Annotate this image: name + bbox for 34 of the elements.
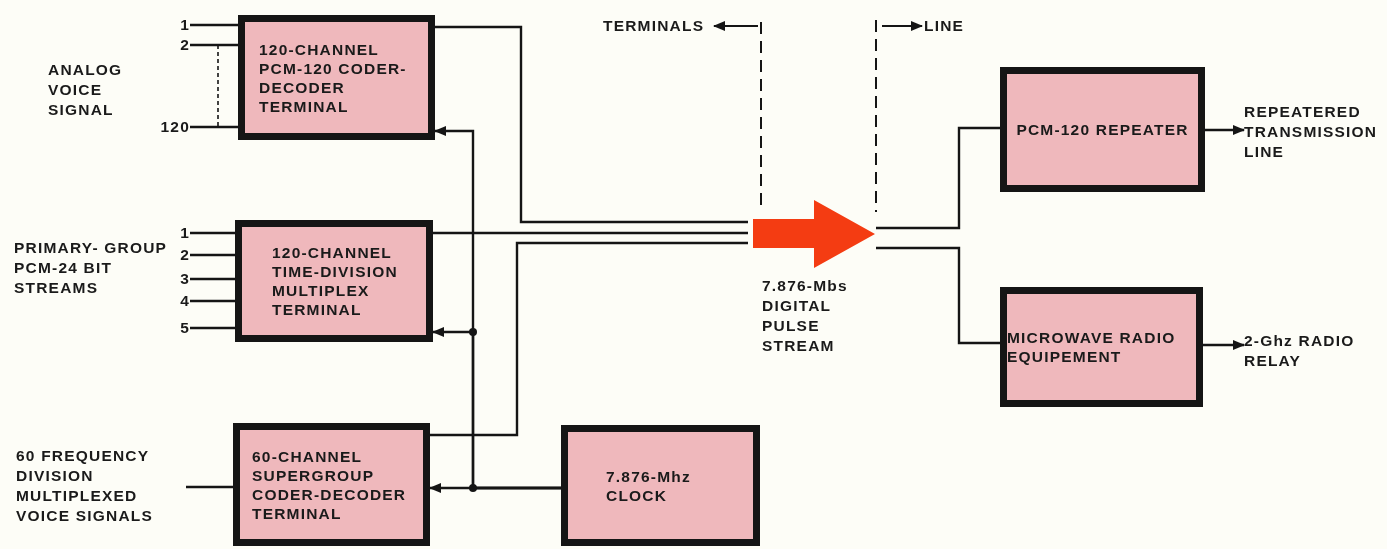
- arrow: [1203, 340, 1245, 350]
- channel-number: 2: [150, 35, 190, 55]
- connector-line: [876, 246, 1000, 345]
- arrow: [1205, 125, 1245, 135]
- connector-line: [190, 277, 235, 281]
- connector-line: [190, 299, 235, 303]
- connector-line: [190, 23, 238, 27]
- text-label: TERMINALS: [603, 16, 706, 36]
- process-box: 120-CHANNEL TIME-DIVISION MULTIPLEX TERMINAL: [235, 220, 433, 342]
- process-box: 7.876-Mhz CLOCK: [561, 425, 760, 546]
- signal-label: 60 FREQUENCY DIVISION MULTIPLEXED VOICE SIGNALS: [16, 444, 186, 528]
- connector-line: [186, 485, 233, 489]
- connector-line: [430, 241, 748, 437]
- signal-label: REPEATERED TRANSMISSION LINE: [1244, 100, 1387, 164]
- channel-number: 5: [150, 318, 190, 338]
- process-box: MICROWAVE RADIO EQUIPEMENT: [1000, 287, 1203, 407]
- process-box: PCM-120 REPEATER: [1000, 67, 1205, 192]
- process-box: 60-CHANNEL SUPERGROUP CODER-DECODER TERMINAL: [233, 423, 430, 546]
- text-label: LINE: [924, 16, 966, 36]
- channel-number: 1: [150, 15, 190, 35]
- connector-line: [190, 231, 235, 235]
- text-label: ANALOG VOICE SIGNAL: [48, 60, 124, 120]
- signal-label: 2-Ghz RADIO RELAY: [1244, 331, 1387, 371]
- process-box: 120-CHANNEL PCM-120 CODER-DECODER TERMINAL: [238, 15, 435, 140]
- connector-line: [190, 253, 235, 257]
- connector-line: [876, 126, 1000, 230]
- connector-line: [190, 326, 235, 330]
- connector-line: [433, 231, 748, 235]
- connector-line: [435, 25, 748, 224]
- caption-text: 7.876-Mbs DIGITAL PULSE STREAM: [762, 276, 849, 356]
- channel-number: 120: [140, 117, 190, 137]
- arrow: [429, 483, 561, 493]
- connector-line: [190, 125, 238, 129]
- connector-line: [190, 43, 238, 47]
